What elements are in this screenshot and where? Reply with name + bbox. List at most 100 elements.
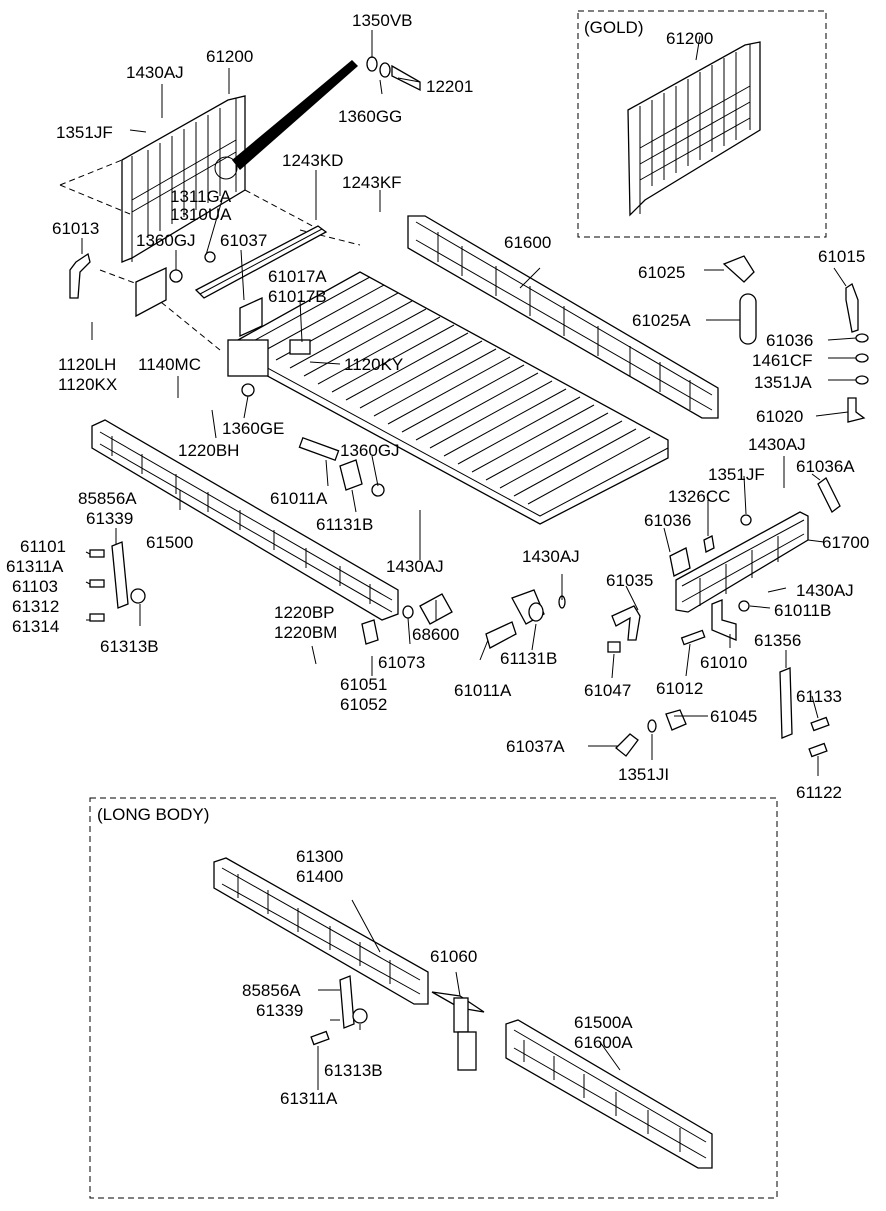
gold-box-title: (GOLD) bbox=[584, 18, 644, 37]
label-61052: 61052 bbox=[340, 695, 387, 714]
label-61013: 61013 bbox=[52, 219, 99, 238]
tailgate-61700 bbox=[675, 511, 809, 613]
label-1351JA: 1351JA bbox=[754, 373, 812, 392]
headboard-61200 bbox=[121, 95, 246, 263]
sidegate-61600 bbox=[407, 215, 719, 419]
long-body-box-title: (LONG BODY) bbox=[97, 805, 209, 824]
label-85856A-a: 85856A bbox=[78, 489, 137, 508]
label-1311GA: 1311GA bbox=[170, 187, 232, 206]
label-1430AJ-d: 1430AJ bbox=[522, 547, 580, 566]
label-61600: 61600 bbox=[504, 233, 551, 252]
label-1120KX: 1120KX bbox=[58, 375, 117, 394]
label-61133: 61133 bbox=[796, 687, 842, 706]
floor-platform bbox=[237, 271, 669, 525]
label-61035: 61035 bbox=[606, 571, 653, 590]
bracket-left bbox=[135, 266, 167, 318]
label-1243KF: 1243KF bbox=[342, 173, 402, 192]
small-parts bbox=[89, 251, 869, 758]
label-61311A-b: 61311A bbox=[280, 1089, 338, 1108]
label-1430AJ-e: 1430AJ bbox=[796, 581, 854, 600]
label-61500: 61500 bbox=[146, 533, 193, 552]
longbody-gate-61300 bbox=[213, 857, 429, 1005]
label-61700: 61700 bbox=[822, 533, 869, 552]
label-61051: 61051 bbox=[340, 675, 387, 694]
label-61122: 61122 bbox=[796, 783, 842, 802]
label-61314: 61314 bbox=[12, 617, 59, 636]
label-1243KD: 1243KD bbox=[282, 151, 343, 170]
label-61339-b: 61339 bbox=[256, 1001, 303, 1020]
label-61400: 61400 bbox=[296, 867, 343, 886]
label-1430AJ-c: 1430AJ bbox=[386, 557, 444, 576]
label-61200-b: 61200 bbox=[666, 29, 713, 48]
sidegate-61500 bbox=[91, 419, 399, 621]
label-61300: 61300 bbox=[296, 847, 343, 866]
label-61500A: 61500A bbox=[574, 1013, 633, 1032]
label-61020: 61020 bbox=[756, 407, 803, 426]
label-61017A: 61017A bbox=[268, 267, 327, 286]
label-61025: 61025 bbox=[638, 263, 685, 282]
label-61313B-b: 61313B bbox=[324, 1061, 383, 1080]
label-61131B-b: 61131B bbox=[500, 649, 557, 668]
label-1351JF-a: 1351JF bbox=[56, 123, 113, 142]
label-61011B: 61011B bbox=[774, 601, 831, 620]
label-1120LH: 1120LH bbox=[58, 355, 116, 374]
label-1360GG: 1360GG bbox=[338, 107, 402, 126]
label-1351JF-b: 1351JF bbox=[708, 465, 765, 484]
gold-box bbox=[577, 10, 827, 238]
longbody-gate-61500A bbox=[505, 1019, 713, 1169]
label-61600A: 61600A bbox=[574, 1033, 633, 1052]
label-1360GE: 1360GE bbox=[222, 419, 284, 438]
long-body-box bbox=[89, 797, 778, 1199]
label-1140MC: 1140MC bbox=[138, 355, 201, 374]
label-61131B-a: 61131B bbox=[316, 515, 373, 534]
label-61356: 61356 bbox=[754, 631, 801, 650]
label-61200-a: 61200 bbox=[206, 47, 253, 66]
label-61073: 61073 bbox=[378, 653, 425, 672]
label-61012: 61012 bbox=[656, 679, 703, 698]
label-61313B-a: 61313B bbox=[100, 637, 159, 656]
label-1461CF: 1461CF bbox=[752, 351, 812, 370]
headboard-61200-gold bbox=[627, 41, 761, 217]
label-61060: 61060 bbox=[430, 947, 477, 966]
label-61312: 61312 bbox=[12, 597, 59, 616]
label-61017B: 61017B bbox=[268, 287, 327, 306]
detail-callout-wedge bbox=[232, 60, 358, 170]
label-1220BH: 1220BH bbox=[178, 441, 239, 460]
label-61011A-b: 61011A bbox=[454, 681, 512, 700]
label-1326CC: 1326CC bbox=[668, 487, 730, 506]
label-61010: 61010 bbox=[700, 653, 747, 672]
label-61101: 61101 bbox=[20, 537, 66, 556]
label-61011A-a: 61011A bbox=[270, 489, 328, 508]
label-61036-b: 61036 bbox=[644, 511, 691, 530]
label-61103: 61103 bbox=[12, 577, 58, 596]
label-61015: 61015 bbox=[818, 247, 865, 266]
label-1430AJ-b: 1430AJ bbox=[748, 435, 806, 454]
label-12201: 12201 bbox=[426, 77, 473, 96]
label-1350VB: 1350VB bbox=[352, 11, 413, 30]
label-61037A: 61037A bbox=[506, 737, 565, 756]
label-1120KY: 1120KY bbox=[344, 355, 403, 374]
longbody-small-parts bbox=[310, 975, 368, 1046]
bolt-12201 bbox=[366, 56, 421, 92]
label-61036A: 61036A bbox=[796, 457, 855, 476]
post-61060 bbox=[431, 991, 485, 1071]
label-1360GJ-b: 1360GJ bbox=[340, 441, 400, 460]
label-61045: 61045 bbox=[710, 707, 757, 726]
label-68600: 68600 bbox=[412, 625, 459, 644]
label-61037: 61037 bbox=[220, 231, 267, 250]
label-1430AJ-a: 1430AJ bbox=[126, 63, 184, 82]
label-61036-a: 61036 bbox=[766, 331, 813, 350]
label-1360GJ-a: 1360GJ bbox=[136, 231, 196, 250]
label-85856A-b: 85856A bbox=[242, 981, 301, 1000]
label-61311A-a: 61311A bbox=[6, 557, 64, 576]
label-61047: 61047 bbox=[584, 681, 631, 700]
label-1220BM: 1220BM bbox=[274, 623, 337, 642]
pin-61013 bbox=[69, 252, 91, 299]
label-1351JI: 1351JI bbox=[618, 765, 669, 784]
label-61339-a: 61339 bbox=[86, 509, 133, 528]
label-61025A: 61025A bbox=[632, 311, 691, 330]
label-1220BP: 1220BP bbox=[274, 603, 335, 622]
label-1310UA: 1310UA bbox=[170, 205, 232, 224]
